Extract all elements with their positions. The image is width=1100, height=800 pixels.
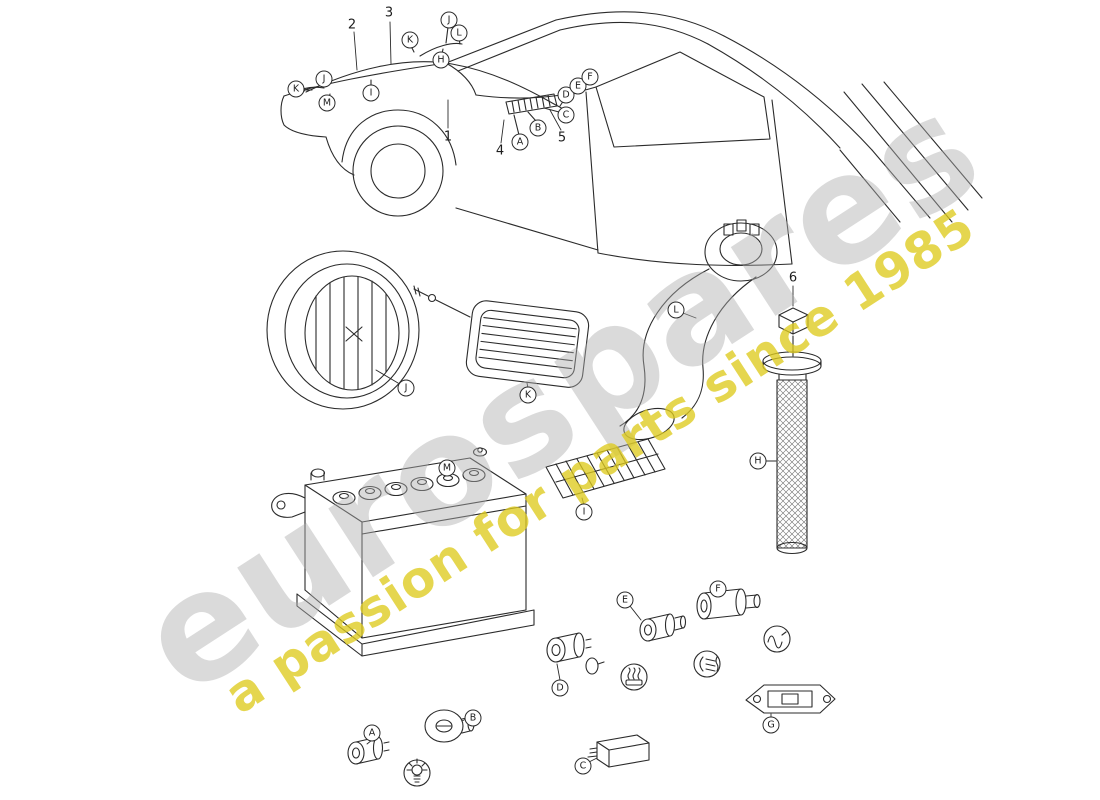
part-letter-callout[interactable]: J bbox=[397, 379, 415, 397]
part-number-callout[interactable]: 5 bbox=[557, 130, 567, 146]
part-letter-callout[interactable]: I bbox=[362, 84, 380, 102]
part-letter-callout[interactable]: K bbox=[519, 386, 537, 404]
part-number-callout[interactable]: 4 bbox=[495, 143, 505, 159]
part-letter-callout[interactable]: L bbox=[450, 24, 468, 42]
fuel-level-sender bbox=[763, 308, 821, 554]
part-letter-callout[interactable]: E bbox=[616, 591, 634, 609]
heated-rear-window-icon bbox=[621, 664, 647, 690]
part-number-callout[interactable]: 2 bbox=[347, 17, 357, 33]
heat-coil-icon bbox=[764, 626, 790, 652]
part-letter-callout[interactable]: J bbox=[440, 11, 458, 29]
fuse-box bbox=[546, 439, 665, 505]
part-letter-callout[interactable]: F bbox=[581, 68, 599, 86]
part-number-callout[interactable]: 1 bbox=[443, 129, 453, 145]
horn bbox=[620, 220, 777, 445]
battery bbox=[272, 448, 534, 656]
cigarette-lighter bbox=[697, 589, 760, 619]
switch-b bbox=[425, 710, 474, 742]
car-body-outline bbox=[281, 12, 982, 266]
part-letter-callout[interactable]: K bbox=[287, 80, 305, 98]
part-letter-callout[interactable]: H bbox=[432, 51, 450, 69]
headlight bbox=[267, 251, 419, 409]
part-letter-callout[interactable]: C bbox=[557, 106, 575, 124]
part-letter-callout[interactable]: A bbox=[363, 724, 381, 742]
license-plate-light bbox=[746, 685, 835, 718]
part-number-callout[interactable]: 3 bbox=[384, 5, 394, 21]
part-letter-callout[interactable]: M bbox=[438, 459, 456, 477]
turn-signal-lamp bbox=[414, 286, 590, 389]
flasher-relay bbox=[588, 735, 649, 767]
fog-light-icon bbox=[694, 651, 720, 677]
part-letter-callout[interactable]: D bbox=[551, 679, 569, 697]
part-letter-callout[interactable]: H bbox=[749, 452, 767, 470]
bulb-icon bbox=[404, 759, 430, 786]
part-letter-callout[interactable]: M bbox=[318, 94, 336, 112]
number-leader-lines bbox=[354, 22, 793, 306]
part-letter-callout[interactable]: A bbox=[511, 133, 529, 151]
part-letter-callout[interactable]: G bbox=[762, 716, 780, 734]
switch-d bbox=[547, 633, 604, 680]
part-letter-callout[interactable]: C bbox=[574, 757, 592, 775]
part-letter-callout[interactable]: I bbox=[575, 503, 593, 521]
part-letter-callout[interactable]: L bbox=[667, 301, 685, 319]
part-letter-callout[interactable]: F bbox=[709, 580, 727, 598]
part-number-callout[interactable]: 6 bbox=[788, 270, 798, 286]
part-letter-callout[interactable]: B bbox=[464, 709, 482, 727]
part-letter-callout[interactable]: J bbox=[315, 70, 333, 88]
part-letter-callout[interactable]: K bbox=[401, 31, 419, 49]
part-letter-callout[interactable]: B bbox=[529, 119, 547, 137]
switch-e bbox=[630, 606, 686, 641]
